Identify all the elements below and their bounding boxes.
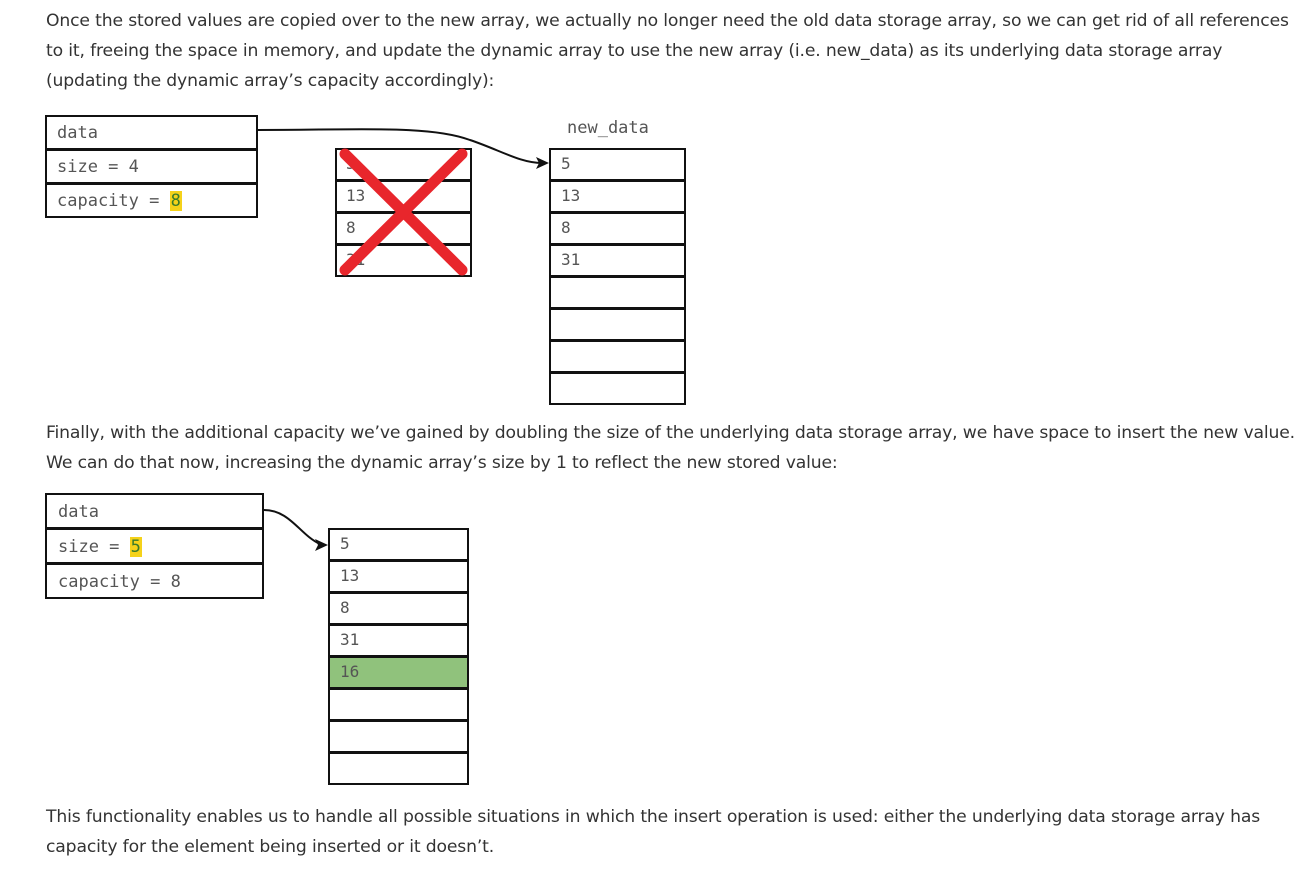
paragraph-insert-explanation: Finally, with the additional capacity we…: [46, 423, 1295, 473]
array-cell-value: 8: [346, 218, 356, 237]
array-cell-value: 31: [340, 630, 360, 649]
data-pointer-arrow: [263, 509, 321, 545]
struct-data-field: data: [45, 115, 258, 150]
capacity-field-label: capacity =: [57, 191, 170, 211]
array-cell-value: 31: [561, 250, 581, 269]
array-cell: [328, 752, 469, 785]
data-field-label: data: [57, 123, 98, 143]
array-cell-value: 8: [340, 598, 350, 617]
array-cell: [549, 308, 686, 341]
size-field-value: 4: [128, 157, 139, 177]
size-field-label: size =: [58, 537, 130, 557]
array-cell: [549, 372, 686, 405]
capacity-field-value: 8: [169, 191, 182, 211]
paragraph-conclusion: This functionality enables us to handle …: [46, 807, 1261, 857]
array-cell-value: 16: [340, 662, 360, 681]
array-cell: 16: [328, 656, 469, 689]
figure1-overlay: [257, 128, 549, 276]
capacity-field-value: 8: [170, 572, 181, 592]
new-data-array: 5 13 8 31: [549, 148, 686, 405]
paragraph-copy-explanation: Once the stored values are copied over t…: [46, 11, 1289, 91]
size-field-label: size =: [57, 157, 129, 177]
data-pointer-arrow: [257, 128, 543, 164]
capacity-field-label: capacity =: [58, 572, 171, 592]
data-array: 5 13 8 31 16: [328, 528, 469, 786]
array-cell-value: 13: [561, 186, 581, 205]
data-pointer-arrowhead: [536, 157, 549, 169]
cross-out-icon: [339, 148, 468, 276]
data-field-label: data: [58, 502, 99, 522]
struct-capacity-field: capacity = 8: [45, 563, 264, 599]
figure-old-array-freed: data size = 4 capacity = 8 5 13 8 31 new_da…: [0, 110, 700, 410]
array-cell-value: 5: [340, 534, 350, 553]
data-pointer-arrowhead: [315, 539, 328, 551]
array-cell-value: 13: [346, 186, 366, 205]
array-cell-value: 5: [561, 154, 571, 173]
struct-capacity-field: capacity = 8: [45, 183, 258, 218]
struct-data-field: data: [45, 493, 264, 529]
figure-value-inserted: data size = 5 capacity = 8 5 13 8 31 16: [0, 490, 700, 790]
array-cell-value: 8: [561, 218, 571, 237]
array-cell: 5: [328, 528, 469, 561]
new-data-array-label: new_data: [567, 118, 649, 138]
figure2-overlay: [263, 509, 328, 551]
array-cell-value: 13: [340, 566, 360, 585]
size-field-value: 5: [129, 537, 142, 557]
